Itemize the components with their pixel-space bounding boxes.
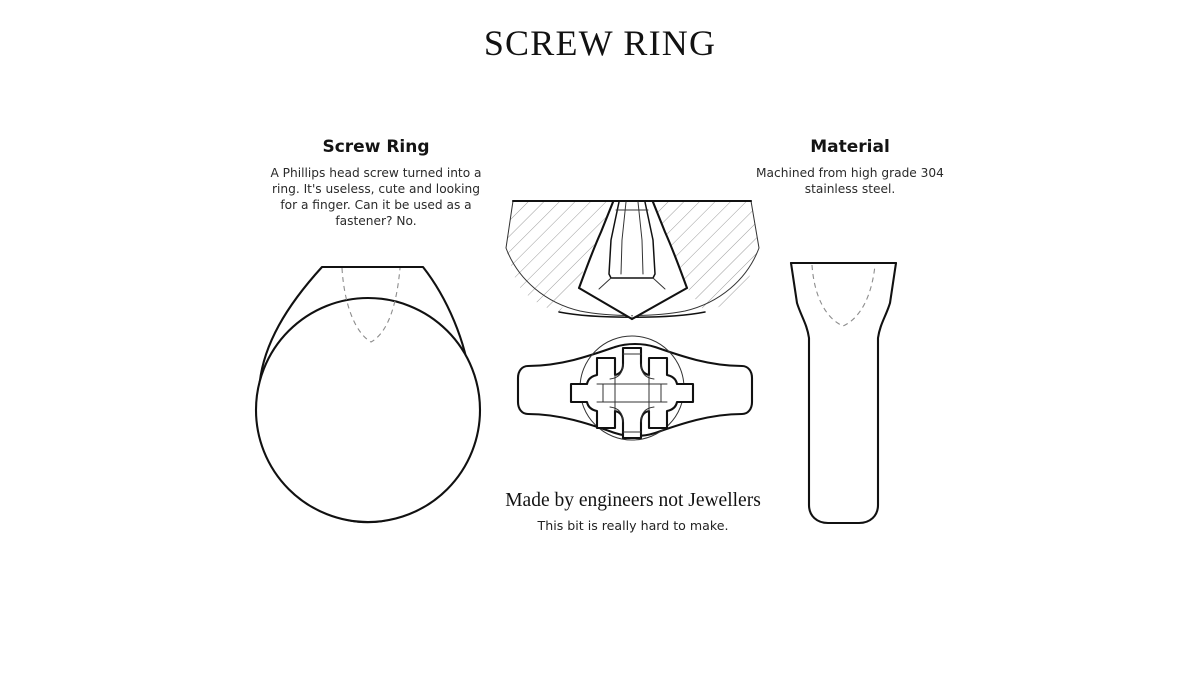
- page-title: SCREW RING: [483, 23, 717, 63]
- ring-front-view: [254, 265, 482, 524]
- section-screw-ring-heading: Screw Ring: [322, 137, 430, 157]
- phillips-cross-flank-lines: [596, 374, 668, 412]
- section-recess-base-left: [598, 277, 612, 290]
- section-recess-wall-right: [630, 200, 689, 321]
- side-view-profile: [789, 261, 898, 525]
- section-recess-base-right: [652, 277, 666, 290]
- section-recess-inner-profile: [608, 201, 656, 279]
- section-material: Material Machined from high grade 304 st…: [750, 137, 950, 197]
- bottom-caption: Made by engineers not Jewellers This bit…: [483, 489, 783, 533]
- ring-inner-bore: [254, 296, 482, 524]
- section-screw-ring: Screw Ring A Phillips head screw turned …: [263, 137, 489, 229]
- section-bottom-edge: [558, 311, 706, 318]
- phillips-cross-end-lines: [602, 353, 662, 433]
- ring-hidden-recess-line: [341, 267, 401, 343]
- cross-section-view: [505, 199, 760, 321]
- caption-sub: This bit is really hard to make.: [537, 518, 729, 534]
- section-material-heading: Material: [810, 137, 890, 157]
- section-recess-detail-left: [620, 201, 627, 275]
- caption-heading: Made by engineers not Jewellers: [505, 490, 761, 511]
- section-recess-wall-left: [577, 200, 634, 321]
- top-view: [516, 335, 754, 441]
- phillips-cross-recess: [569, 346, 695, 440]
- section-material-body: Machined from high grade 304 stainless s…: [756, 165, 944, 196]
- section-screw-ring-body: A Phillips head screw turned into a ring…: [270, 165, 482, 228]
- phillips-cross-inner-facets: [609, 363, 655, 423]
- section-recess-detail-right: [637, 201, 644, 275]
- side-view-hidden-recess-line: [811, 264, 876, 327]
- side-view: [789, 261, 898, 525]
